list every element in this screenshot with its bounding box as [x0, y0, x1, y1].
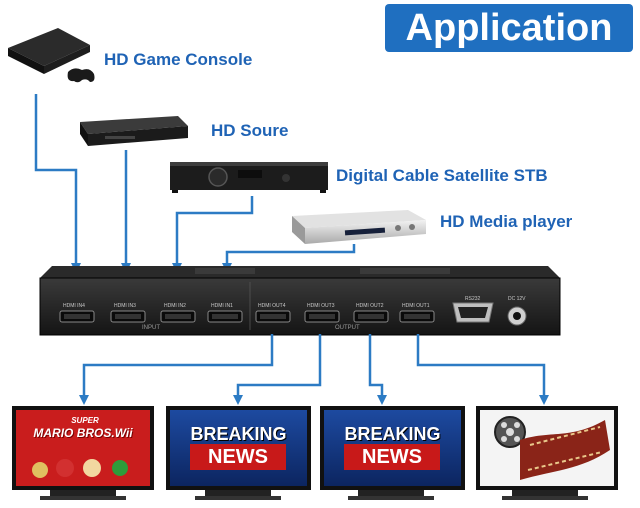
hdmi-out-port — [353, 310, 389, 323]
game-console-icon — [8, 28, 95, 83]
hdmi-in-port — [207, 310, 243, 323]
media-player-icon — [292, 210, 426, 244]
port-label-out4: HDMI OUT4 — [258, 303, 286, 309]
bluray-player-icon — [80, 116, 188, 146]
source-label-satellite-stb: Digital Cable Satellite STB — [336, 166, 548, 185]
tv1-title-small: SUPER — [71, 416, 99, 425]
tv-4 — [476, 406, 618, 500]
source-label-hd-source: HD Soure — [211, 121, 289, 140]
hdmi-out-port — [304, 310, 340, 323]
port-label-in1: HDMI IN1 — [211, 303, 233, 309]
power-label: DC 12V — [508, 296, 526, 302]
input-group-label: INPUT — [142, 325, 160, 331]
power-jack — [507, 306, 527, 326]
hdmi-in-port — [59, 310, 95, 323]
tv3-headline-top: BREAKING — [344, 424, 441, 444]
satellite-receiver-icon — [170, 162, 328, 193]
input-wires — [34, 94, 356, 273]
source-label-media-player: HD Media player — [440, 212, 573, 231]
film-reel-icon — [494, 416, 610, 480]
tv2-headline-top: BREAKING — [190, 424, 287, 444]
output-group-label: OUTPUT — [335, 325, 360, 331]
source-label-game-console: HD Game Console — [104, 50, 253, 69]
tv-3 — [320, 406, 465, 500]
tv1-title-main: MARIO BROS.Wii — [33, 426, 133, 440]
port-label-in2: HDMI IN2 — [164, 303, 186, 309]
tv2-headline-bottom: NEWS — [208, 446, 268, 468]
tv-2 — [166, 406, 311, 500]
output-wires — [79, 334, 549, 405]
port-label-in3: HDMI IN3 — [114, 303, 136, 309]
hdmi-in-port — [160, 310, 196, 323]
rs232-port — [452, 302, 494, 323]
port-label-out2: HDMI OUT2 — [356, 303, 384, 309]
tv-1 — [12, 406, 154, 500]
port-label-out1: HDMI OUT1 — [402, 303, 430, 309]
hdmi-out-port — [255, 310, 291, 323]
tv3-headline-bottom: NEWS — [362, 446, 422, 468]
hdmi-ports — [59, 310, 435, 323]
port-label-in4: HDMI IN4 — [63, 303, 85, 309]
hdmi-matrix-switcher — [39, 266, 561, 336]
hdmi-out-port — [399, 310, 435, 323]
port-label-out3: HDMI OUT3 — [307, 303, 335, 309]
application-banner: Application — [385, 4, 633, 52]
hdmi-in-port — [110, 310, 146, 323]
rs232-label: RS232 — [465, 296, 481, 302]
